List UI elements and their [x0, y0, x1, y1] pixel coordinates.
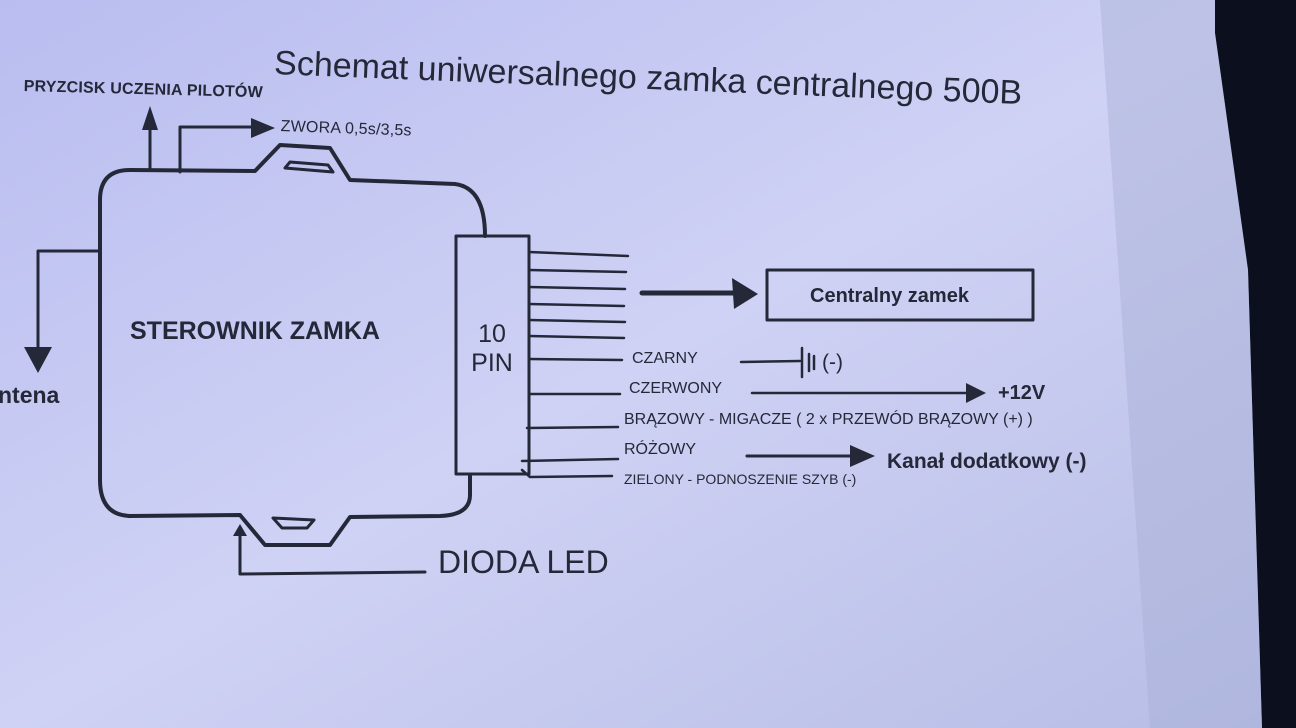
wire-zielony [520, 468, 614, 479]
antenna-wire [36, 249, 102, 350]
arrowhead-learn-button [142, 106, 158, 130]
ground-target-label: (-) [822, 351, 843, 374]
arrowhead-central-lock [732, 278, 758, 309]
wire-brazowy [525, 425, 620, 430]
pin-wire [527, 302, 626, 308]
central-lock-box [765, 268, 1035, 322]
pin-wire [527, 285, 627, 291]
pin-wire [527, 250, 630, 258]
pin-wire [527, 318, 627, 324]
pin-wire [527, 334, 626, 340]
wire-label-czarny: CZARNY [632, 350, 698, 367]
led-wire [238, 533, 427, 576]
arrowhead-antenna [24, 347, 52, 373]
antenna-label: ntena [0, 382, 60, 408]
wire-label-brazowy: BRĄZOWY - MIGACZE ( 2 x PRZEWÓD BRĄZOWY … [624, 411, 1033, 428]
arrowhead-aux-channel [850, 445, 875, 467]
controller-body-outline [98, 143, 487, 547]
arrowhead-led [233, 524, 247, 536]
arrowhead-plus-12v [966, 383, 986, 403]
controller-label: STEROWNIK ZAMKA [130, 317, 380, 345]
wire-label-rozowy: RÓŻOWY [624, 441, 696, 458]
led-notch [271, 516, 316, 530]
jumper-wire [178, 125, 254, 174]
led-label: DIODA LED [438, 544, 609, 580]
pin-count-unit: PIN [471, 349, 513, 377]
aux-channel-label: Kanał dodatkowy (-) [887, 450, 1087, 473]
paper-edge-shadow [1100, 0, 1262, 728]
wire-czarny [527, 357, 624, 362]
plus-12v-label: +12V [998, 382, 1046, 404]
wire-label-zielony: ZIELONY - PODNOSZENIE SZYB (-) [624, 471, 857, 487]
top-notch [283, 160, 335, 174]
arrowhead-jumper [251, 118, 275, 138]
pin-count-number: 10 [478, 320, 506, 348]
ground-wire [739, 359, 802, 364]
wire-label-czerwony: CZERWONY [629, 380, 723, 397]
wire-rozowy [520, 457, 620, 463]
pin-count-label: 10 PIN [462, 320, 522, 378]
central-lock-label: Centralny zamek [810, 285, 969, 307]
pin-wire [527, 268, 628, 274]
pin-connector [454, 234, 531, 476]
paper-background [0, 0, 1262, 728]
